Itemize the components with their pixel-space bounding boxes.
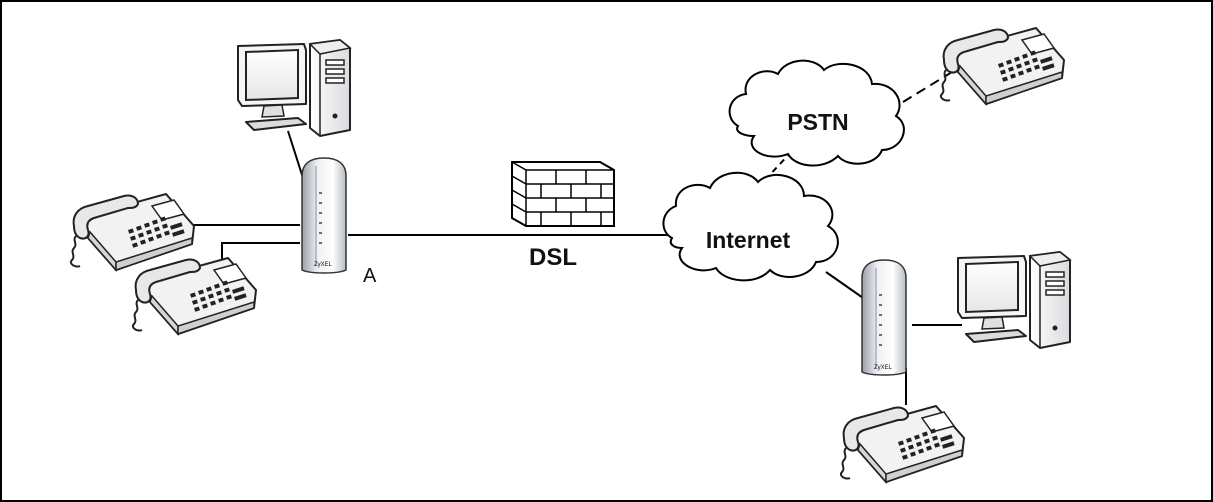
computer-icon [957,251,1071,349]
router-b: ZyXEL [861,259,907,376]
dsl-label: DSL [529,244,577,271]
cloud-icon [662,171,839,282]
router-icon [861,259,907,376]
firewall-icon [511,161,615,227]
router-brand-label: ZyXEL [314,262,333,268]
link-computer-router-a [287,130,304,179]
internet-label: Internet [706,227,791,253]
computer-icon [237,39,351,137]
cloud-icon [728,59,905,167]
pstn-label: PSTN [787,109,848,135]
link-internet-router-b [825,271,867,301]
link-phone2-router-a [221,242,300,262]
router-a-label: A [363,265,377,287]
router-a: ZyXEL [301,157,347,274]
internet-cloud: Internet [662,171,839,282]
pstn-cloud: PSTN [728,59,905,167]
router-icon [301,157,347,274]
router-brand-label: ZyXEL [874,365,893,371]
link-pstn-phone [902,71,953,103]
